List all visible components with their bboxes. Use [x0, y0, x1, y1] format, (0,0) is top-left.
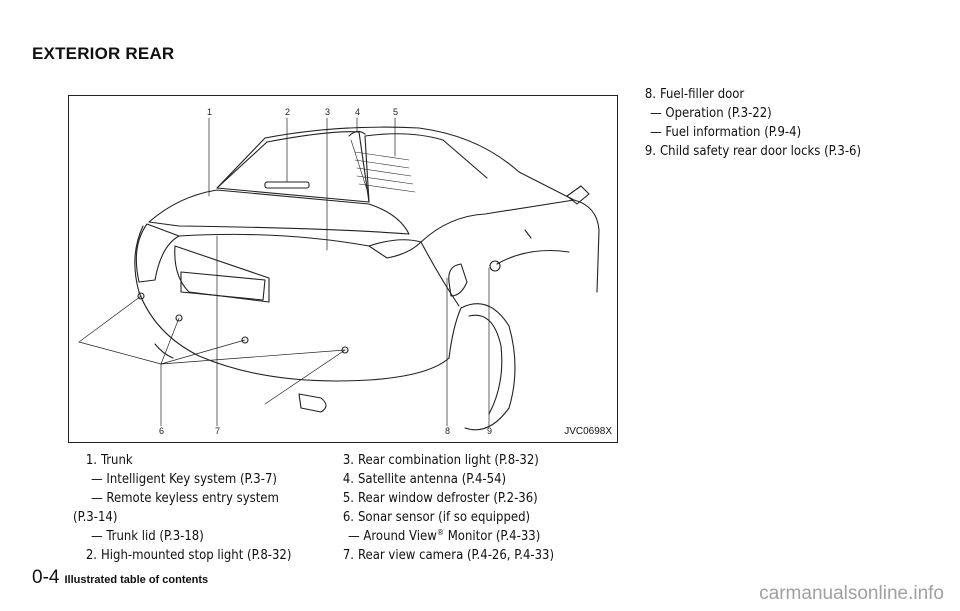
legend-subitem: — Operation (P.3-22)	[650, 106, 772, 121]
legend-item-4: 4. Satellite antenna (P.4-54)	[342, 472, 507, 487]
page-footer: 0-4 Illustrated table of contents	[32, 567, 208, 589]
legend-subitem-continued: (P.3-14)	[73, 510, 118, 525]
legend-subitem: — Around View® Monitor (P.4-33)	[348, 528, 541, 545]
callout-3: 3	[325, 107, 331, 117]
callout-7: 7	[215, 426, 221, 436]
tail-light-right	[368, 239, 422, 259]
section-title: Illustrated table of contents	[64, 574, 209, 586]
callout-9: 9	[487, 426, 493, 436]
legend-column-1: 1. Trunk — Intelligent Key system (P.3-7…	[73, 451, 333, 565]
legend-item-8: 8. Fuel-filler door	[644, 87, 745, 102]
fuel-door	[448, 263, 468, 297]
door-lock	[489, 260, 501, 272]
license-recess	[180, 271, 266, 301]
rear-window	[216, 131, 370, 203]
exhaust-tip	[298, 393, 327, 413]
legend-item-9: 9. Child safety rear door locks (P.3-6)	[644, 144, 862, 159]
legend-item-3: 3. Rear combination light (P.8-32)	[342, 453, 539, 468]
legend-subitem: — Fuel information (P.9-4)	[650, 125, 802, 140]
legend-subitem: — Trunk lid (P.3-18)	[91, 529, 204, 544]
legend-item-7: 7. Rear view camera (P.4-26, P.4-33)	[342, 548, 555, 563]
rear-wheel	[460, 303, 516, 431]
watermark: carmanualsonline.info	[759, 583, 944, 604]
rear-side-glass	[364, 133, 488, 203]
sonar-sensor	[137, 292, 145, 300]
sonar-sensor	[175, 314, 183, 322]
figure-code: JVC0698X	[564, 426, 612, 437]
tail-light-left	[135, 223, 180, 283]
callout-5: 5	[393, 107, 399, 117]
page-number: 0-4	[32, 567, 60, 588]
trunk-lid	[148, 189, 410, 235]
car-rear-illustration: 1 2 3 4 5 6 7 8 9 JVC0698X	[68, 95, 618, 443]
callout-1: 1	[207, 107, 213, 117]
callout-4: 4	[355, 107, 361, 117]
callout-2: 2	[285, 107, 291, 117]
legend-subitem: — Remote keyless entry system	[91, 491, 279, 506]
car-drawing	[78, 117, 600, 431]
callout-6: 6	[159, 426, 165, 436]
roof-outline	[216, 126, 575, 201]
legend-subitem: — Intelligent Key system (P.3-7)	[91, 472, 277, 487]
rear-body	[134, 225, 450, 382]
legend-item-6: 6. Sonar sensor (if so equipped)	[342, 510, 531, 525]
side-mirror	[566, 185, 590, 205]
legend-item-1: 1. Trunk	[85, 453, 133, 468]
callout-8: 8	[445, 426, 451, 436]
legend-item-2: 2. High-mounted stop light (P.8-32)	[85, 548, 292, 563]
page-heading: EXTERIOR REAR	[32, 44, 175, 63]
legend-item-5: 5. Rear window defroster (P.2-36)	[342, 491, 538, 506]
stop-light	[264, 181, 310, 189]
legend-column-3: 8. Fuel-filler door — Operation (P.3-22)…	[632, 85, 942, 161]
legend-column-2: 3. Rear combination light (P.8-32) 4. Sa…	[330, 451, 620, 565]
sonar-sensor	[241, 336, 249, 344]
